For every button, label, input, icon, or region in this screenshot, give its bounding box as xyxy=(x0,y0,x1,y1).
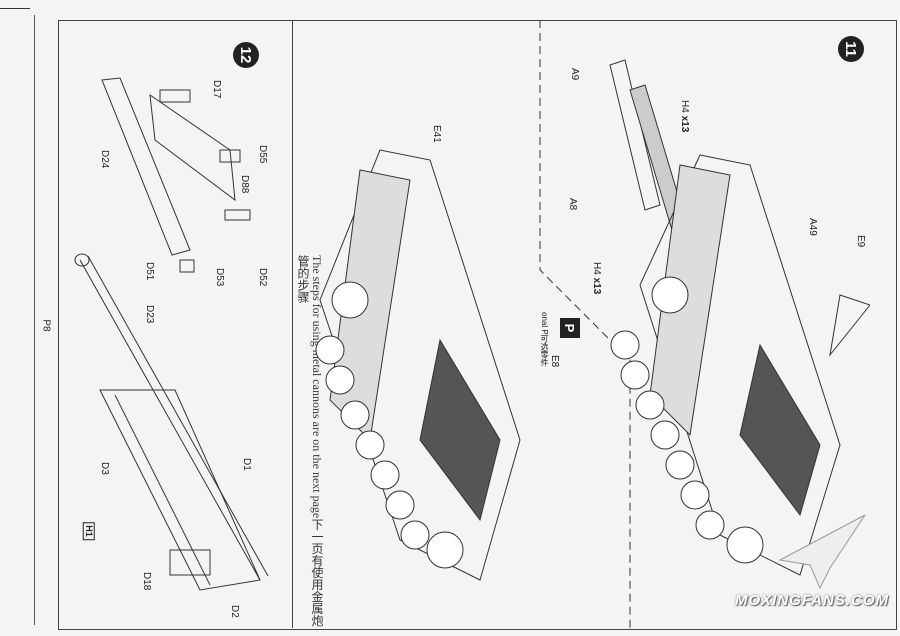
part-label-d52: D52 xyxy=(257,268,268,287)
part-label-d3: D3 xyxy=(99,462,110,475)
part-label-e9: E9 xyxy=(855,235,866,248)
left-margin-line xyxy=(34,15,35,625)
part-label-d88: D88 xyxy=(239,175,250,194)
h1-text: H1 xyxy=(83,525,94,537)
part-label-d1: D1 xyxy=(241,458,252,471)
part-label-d51: D51 xyxy=(144,262,155,281)
divider-left xyxy=(292,20,293,628)
h4-bottom-text: H4 xyxy=(591,262,602,275)
part-label-a49: A49 xyxy=(807,218,818,236)
note-chinese: 下一页有使用金属炮管的步骤 xyxy=(296,255,324,627)
part-label-h4-bottom: H4 x13 xyxy=(591,262,602,294)
part-label-e41: E41 xyxy=(431,125,442,143)
part-label-a9: A9 xyxy=(569,68,580,81)
page-number: P8 xyxy=(40,319,52,332)
part-label-h1: H1 xyxy=(82,522,95,540)
part-label-d53: D53 xyxy=(214,268,225,287)
part-label-d2: D2 xyxy=(229,605,240,618)
page-frame xyxy=(58,20,897,630)
part-label-a8: A8 xyxy=(567,198,578,211)
divider-dashed xyxy=(539,20,631,628)
part-label-d23: D23 xyxy=(144,305,155,324)
optional-label-zh: 可选零件 xyxy=(540,334,549,367)
note-english: The steps for using metal cannons are on… xyxy=(310,255,324,519)
part-label-d55: D55 xyxy=(257,145,268,164)
metal-cannon-note: The steps for using metal cannons are on… xyxy=(296,255,324,636)
hull-drawing-middle xyxy=(315,149,521,581)
part-label-h4-top: H4 x13 xyxy=(679,100,690,132)
part-label-d24: D24 xyxy=(99,150,110,169)
optional-label-en: onal P xyxy=(540,312,549,335)
h4-top-count: x13 xyxy=(679,115,690,133)
hull-drawing-right xyxy=(609,59,870,576)
part-label-d18: D18 xyxy=(141,572,152,591)
h4-top-text: H4 xyxy=(679,100,690,113)
optional-part-label: onal P可选零件 xyxy=(540,312,549,367)
cannon-assembly-drawing xyxy=(74,77,269,591)
paper-plane-logo xyxy=(778,514,866,590)
part-label-e8: E8 xyxy=(549,355,560,368)
watermark: MOXINGFANS.COM xyxy=(735,592,890,609)
h4-bottom-count: x13 xyxy=(591,277,602,295)
top-left-mark xyxy=(0,8,30,9)
part-label-d17: D17 xyxy=(211,80,222,99)
